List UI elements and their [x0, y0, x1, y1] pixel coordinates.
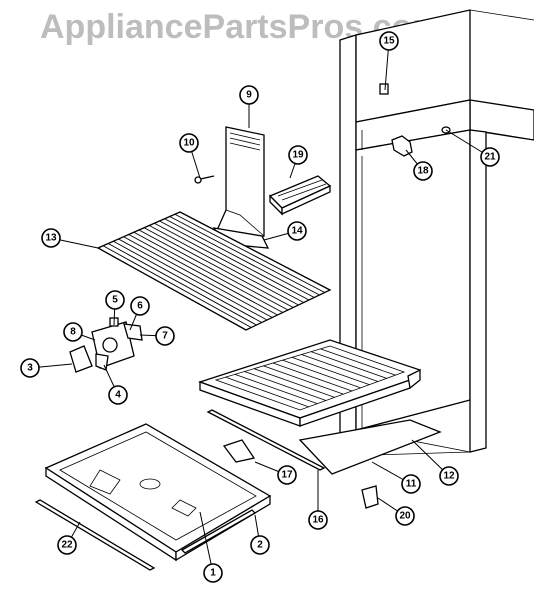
shelf-rod [143, 227, 294, 308]
callout-11: 11 [401, 474, 421, 494]
shelf-rod [97, 247, 247, 331]
air-duct [212, 126, 270, 249]
callout-6: 6 [130, 296, 150, 316]
callout-14: 14 [287, 221, 307, 241]
ice-tray [268, 175, 332, 216]
shelf-rod [113, 240, 262, 323]
front-trim [34, 499, 257, 571]
callout-15: 15 [379, 31, 399, 51]
callout-label: 20 [399, 511, 411, 522]
shelf-rod [174, 213, 325, 293]
cover-rib [244, 371, 327, 401]
control-assembly [69, 317, 143, 373]
callout-1: 1 [203, 563, 223, 583]
cover-rib [310, 351, 387, 379]
callout-8: 8 [63, 322, 83, 342]
shelf-rod [133, 231, 283, 313]
shelf-rod [164, 218, 315, 298]
callout-17: 17 [277, 465, 297, 485]
shelf-rod [159, 220, 310, 301]
callout-label: 17 [281, 470, 293, 481]
shelf-rod [128, 234, 278, 316]
cover-rib [282, 359, 361, 389]
shelf-rod [179, 211, 331, 291]
shelf-rod [138, 229, 289, 311]
callout-16: 16 [308, 510, 328, 530]
cover-rib [234, 373, 318, 405]
cover-rib [291, 356, 370, 386]
callout-label: 14 [291, 226, 303, 237]
shelf-rod [108, 243, 257, 326]
shelf-rod [169, 216, 320, 296]
flap [222, 439, 256, 463]
shelf-rod [118, 238, 268, 321]
shelf-rod [154, 222, 304, 303]
callout-3: 3 [20, 358, 40, 378]
callout-label: 3 [27, 363, 33, 374]
trim-strip [206, 409, 326, 471]
callout-4: 4 [108, 385, 128, 405]
callout-label: 1 [210, 568, 216, 579]
crisper-cover [197, 339, 422, 427]
cover-rib [301, 354, 379, 382]
shelf-rod [149, 225, 299, 306]
callout-label: 22 [61, 540, 73, 551]
leader-line-1 [199, 511, 214, 574]
callout-label: 15 [383, 36, 395, 47]
crisper-glass [298, 419, 442, 475]
callout-10: 10 [179, 133, 199, 153]
callout-label: 16 [312, 515, 324, 526]
callout-label: 6 [137, 301, 143, 312]
callout-label: 2 [257, 540, 263, 551]
cover-rib [225, 376, 309, 408]
callout-label: 21 [484, 152, 496, 163]
callout-20: 20 [395, 506, 415, 526]
callout-label: 7 [162, 331, 168, 342]
cover-rib [320, 348, 396, 376]
clip [361, 485, 379, 509]
callout-12: 12 [439, 466, 459, 486]
callout-2: 2 [250, 535, 270, 555]
callout-9: 9 [239, 85, 259, 105]
callout-22: 22 [57, 535, 77, 555]
callout-label: 10 [183, 138, 195, 149]
callout-label: 5 [112, 295, 118, 306]
callout-21: 21 [480, 147, 500, 167]
wire-shelf [96, 211, 332, 331]
callout-7: 7 [155, 326, 175, 346]
cover-rib [263, 365, 344, 395]
shelf-rod [123, 236, 273, 318]
callout-label: 18 [417, 166, 429, 177]
callout-5: 5 [105, 290, 125, 310]
cover-rib [253, 368, 335, 398]
shelf-rod [102, 245, 252, 328]
callout-label: 13 [45, 233, 57, 244]
callout-label: 12 [443, 471, 455, 482]
callout-label: 9 [246, 90, 252, 101]
callout-13: 13 [41, 228, 61, 248]
callout-label: 4 [115, 390, 121, 401]
callout-18: 18 [413, 161, 433, 181]
callout-label: 19 [292, 150, 304, 161]
screw [194, 175, 215, 184]
cover-rib [272, 362, 353, 392]
callout-19: 19 [288, 145, 308, 165]
callout-label: 11 [406, 479, 417, 490]
callout-label: 8 [70, 327, 76, 338]
